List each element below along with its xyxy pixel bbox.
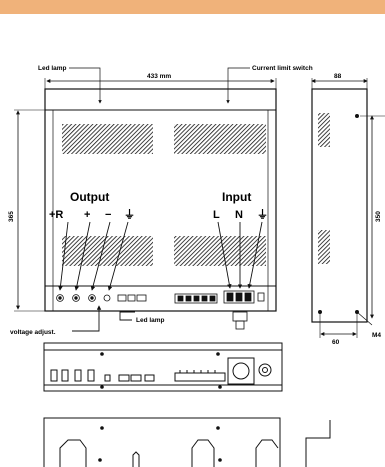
bottom-view xyxy=(43,342,283,392)
top-accent-bar xyxy=(0,0,385,14)
width-dimension-label: 433 mm xyxy=(147,73,171,80)
current-limit-switch-label: Current limit switch xyxy=(252,65,313,72)
side-bottom-dimension-label: 60 xyxy=(332,339,340,346)
voltage-adjust-label: voltage adjust. xyxy=(10,329,56,336)
side-depth-dimension-label: 88 xyxy=(334,73,342,80)
front-view xyxy=(14,67,277,312)
output-ground-icon: ⏚ xyxy=(124,208,135,221)
vent-grille xyxy=(318,230,330,264)
side-height-dimension-label: 350 xyxy=(375,211,382,222)
input-heading: Input xyxy=(222,190,251,204)
vent-grille xyxy=(62,236,153,266)
output-minus-terminal-label: − xyxy=(105,209,111,221)
height-dimension-label: 365 xyxy=(8,211,15,222)
output-heading: Output xyxy=(70,190,109,204)
terminal-strip xyxy=(56,290,265,330)
vent-grille xyxy=(62,124,153,154)
side-view xyxy=(311,78,385,338)
vent-grille xyxy=(174,124,266,154)
led-lamp-bottom-label: Led lamp xyxy=(136,317,165,324)
vent-grille xyxy=(174,236,266,266)
input-n-terminal-label: N xyxy=(235,209,243,221)
led-lamp-top-label: Led lamp xyxy=(38,65,67,72)
output-r-terminal-label: +R xyxy=(49,209,63,221)
input-ground-icon: ⏚ xyxy=(257,208,268,221)
vent-grille xyxy=(318,113,330,147)
mounting-bracket-view xyxy=(43,417,331,467)
terminal-pointers xyxy=(58,221,263,332)
input-l-terminal-label: L xyxy=(213,209,220,221)
mount-thread-label: M4 xyxy=(372,332,381,339)
output-plus-terminal-label: + xyxy=(84,209,90,221)
